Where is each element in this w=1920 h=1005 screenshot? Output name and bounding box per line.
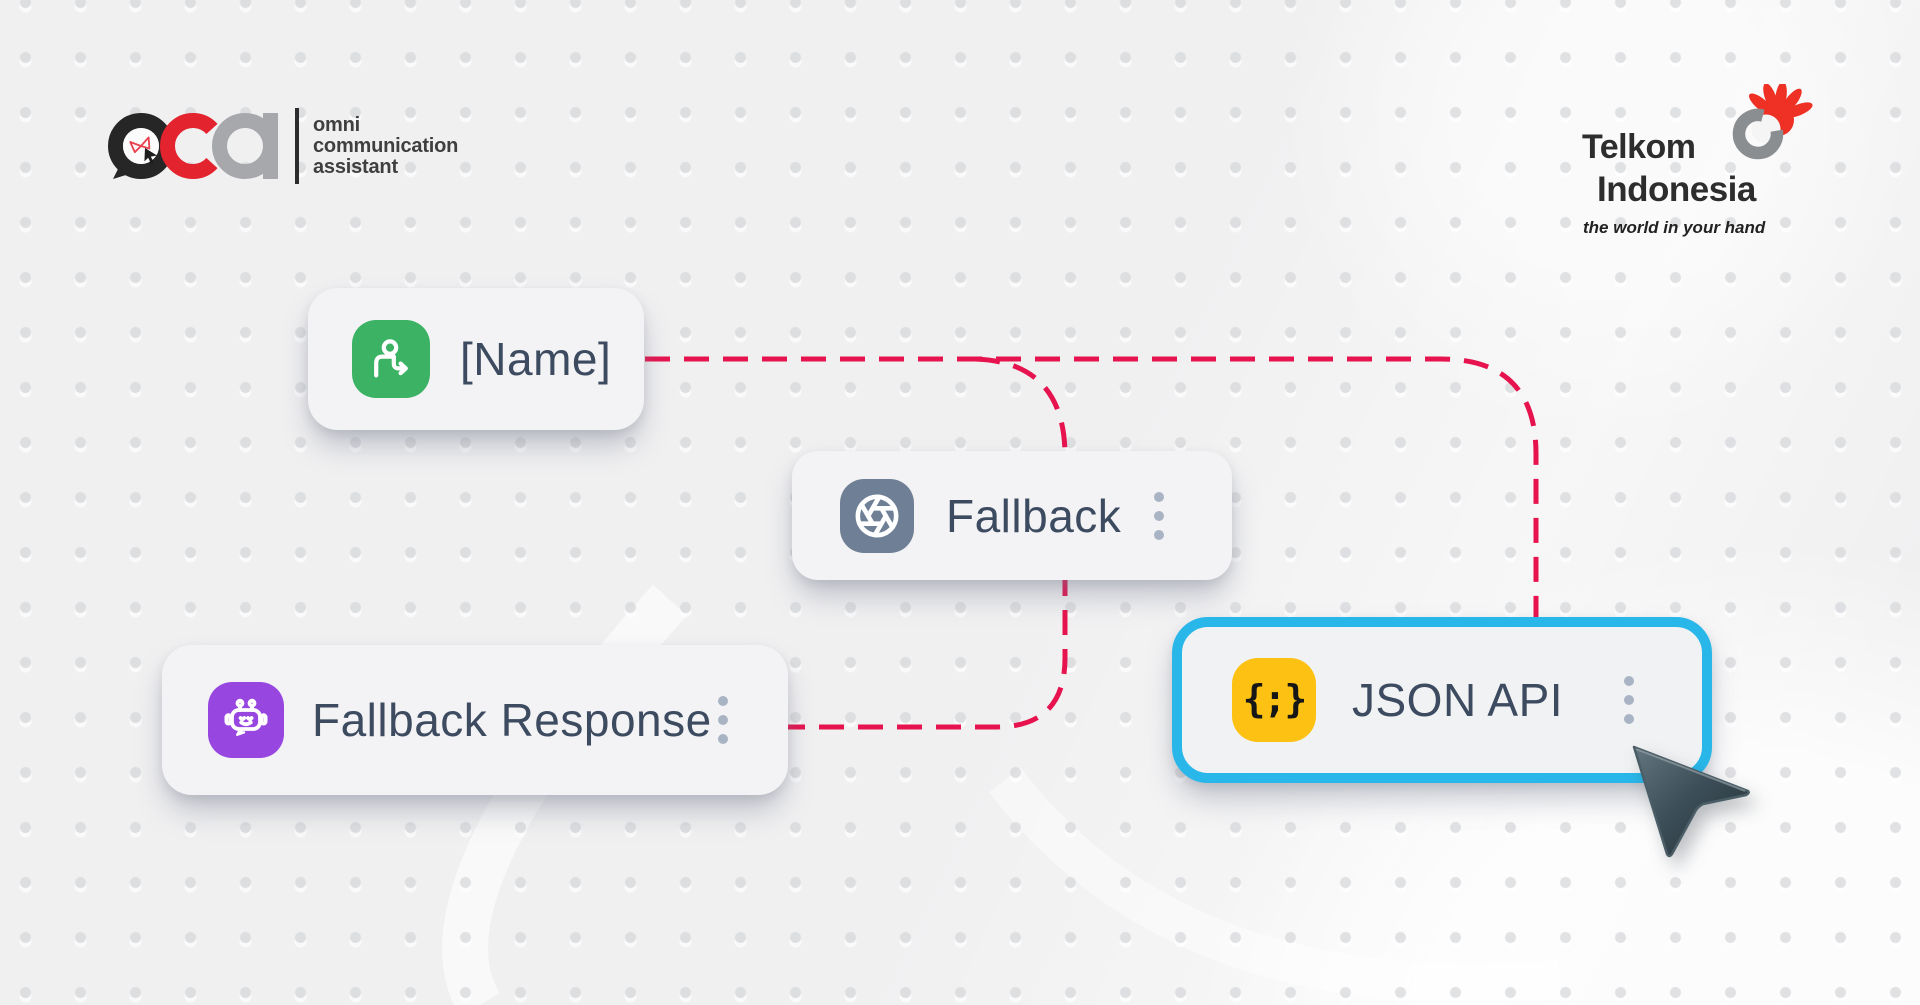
oca-logo-mark-icon bbox=[108, 113, 278, 179]
json-glyph: {;} bbox=[1242, 677, 1308, 721]
user-arrow-icon bbox=[352, 320, 430, 398]
oca-tagline: omni communication assistant bbox=[295, 108, 458, 184]
oca-tagline-line: assistant bbox=[313, 155, 398, 178]
connector-fallbackresponse-to-fallback bbox=[780, 574, 1068, 730]
telkom-wordmark: Telkom bbox=[1582, 128, 1696, 166]
oca-logo: oca omni communication assistant bbox=[105, 108, 458, 184]
cursor-pointer-icon bbox=[1632, 745, 1750, 858]
aperture-icon bbox=[840, 478, 914, 553]
node-label: JSON API bbox=[1352, 674, 1564, 726]
telkom-tagline: the world in your hand bbox=[1583, 218, 1766, 237]
oca-tagline-line: omni bbox=[313, 113, 360, 136]
kebab-menu-icon[interactable] bbox=[712, 690, 734, 750]
indonesia-wordmark: Indonesia bbox=[1597, 170, 1756, 209]
node-label: [Name] bbox=[460, 333, 612, 385]
flow-node-name[interactable]: [Name] bbox=[308, 288, 644, 430]
connector-branch-to-fallback bbox=[974, 356, 1068, 457]
node-label: Fallback Response bbox=[312, 694, 712, 746]
flow-node-fallback-response[interactable]: Fallback Response bbox=[162, 645, 788, 795]
robot-icon bbox=[208, 682, 284, 758]
telkom-hand-circle-icon bbox=[1732, 84, 1813, 160]
kebab-menu-icon[interactable] bbox=[1618, 670, 1640, 730]
node-label: Fallback bbox=[946, 489, 1122, 542]
json-braces-icon: {;} bbox=[1232, 658, 1316, 742]
flow-node-fallback[interactable]: Fallback bbox=[792, 451, 1232, 580]
kebab-menu-icon[interactable] bbox=[1148, 486, 1170, 546]
oca-tagline-line: communication bbox=[313, 134, 459, 157]
